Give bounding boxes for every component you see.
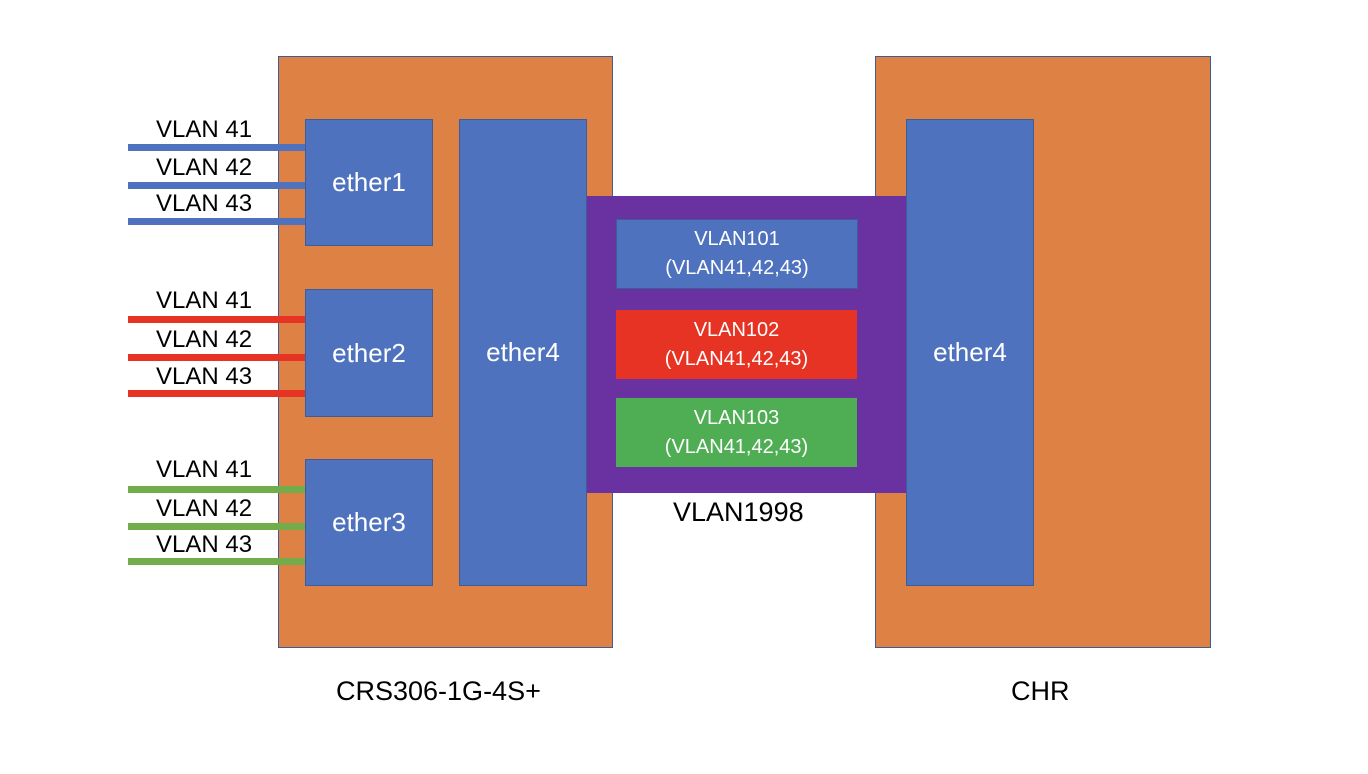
wire-label-ether2-vlan42: VLAN 42	[156, 326, 253, 353]
trunk-label: VLAN1998	[673, 497, 804, 527]
chr-port-ether4-label: ether4	[933, 337, 1007, 367]
switch-port-ether3: ether3	[305, 459, 433, 586]
wire-label-ether1-vlan42: VLAN 42	[156, 154, 253, 181]
switch-caption: CRS306-1G-4S+	[336, 676, 541, 706]
vlan102-box: VLAN102 (VLAN41,42,43)	[616, 310, 857, 379]
wire-label-ether3-vlan41: VLAN 41	[156, 456, 253, 483]
wire-ether2-vlan43	[128, 390, 305, 397]
wire-label-ether3-vlan42: VLAN 42	[156, 495, 253, 522]
wire-label-ether1-vlan41: VLAN 41	[156, 116, 253, 143]
switch-port-ether4: ether4	[459, 119, 587, 586]
wire-label-ether3-vlan43: VLAN 43	[156, 531, 253, 558]
switch-port-ether2: ether2	[305, 289, 433, 417]
wire-ether3-vlan42	[128, 523, 305, 530]
vlan101-box: VLAN101 (VLAN41,42,43)	[616, 219, 858, 289]
switch-port-ether4-label: ether4	[486, 337, 560, 367]
vlan103-box: VLAN103 (VLAN41,42,43)	[616, 398, 857, 467]
switch-port-ether1-label: ether1	[332, 167, 406, 197]
wire-label-ether2-vlan41: VLAN 41	[156, 287, 253, 314]
vlan101-members: (VLAN41,42,43)	[665, 257, 809, 279]
wire-ether3-vlan41	[128, 486, 305, 493]
wire-ether1-vlan43	[128, 218, 305, 225]
wire-ether2-vlan41	[128, 316, 305, 323]
vlan103-members: (VLAN41,42,43)	[664, 435, 809, 458]
wire-ether1-vlan41	[128, 144, 305, 151]
vlan102-members: (VLAN41,42,43)	[664, 347, 809, 370]
wire-ether2-vlan42	[128, 354, 305, 361]
wire-label-ether1-vlan43: VLAN 43	[156, 190, 253, 217]
switch-port-ether2-label: ether2	[332, 337, 406, 368]
vlan103-name: VLAN103	[693, 406, 780, 429]
wire-ether1-vlan42	[128, 182, 305, 189]
vlan102-name: VLAN102	[693, 318, 780, 341]
wire-label-ether2-vlan43: VLAN 43	[156, 363, 253, 390]
chr-caption: CHR	[1011, 676, 1070, 706]
switch-port-ether3-label: ether3	[332, 507, 406, 537]
vlan101-name: VLAN101	[694, 228, 780, 250]
chr-port-ether4: ether4	[906, 119, 1034, 586]
switch-port-ether1: ether1	[305, 119, 433, 246]
wire-ether3-vlan43	[128, 558, 305, 565]
